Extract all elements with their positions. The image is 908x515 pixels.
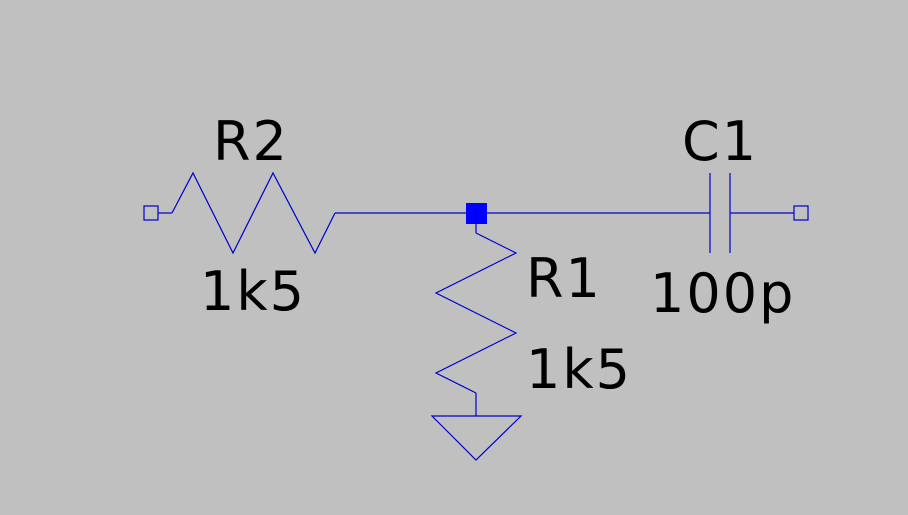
c1-name-label: C1	[682, 110, 758, 173]
r1-name-label: R1	[526, 247, 602, 310]
resistor-r1[interactable]	[434, 232, 518, 394]
c1-value-label: 100p	[650, 262, 795, 325]
r2-name-label: R2	[213, 110, 289, 173]
resistor-r2[interactable]	[171, 171, 336, 255]
input-port[interactable]	[143, 205, 159, 221]
ground-icon[interactable]	[430, 415, 523, 461]
r2-value-label: 1k5	[200, 260, 306, 323]
r1-value-label: 1k5	[526, 338, 632, 401]
junction-node[interactable]	[466, 203, 487, 224]
output-port[interactable]	[793, 205, 809, 221]
